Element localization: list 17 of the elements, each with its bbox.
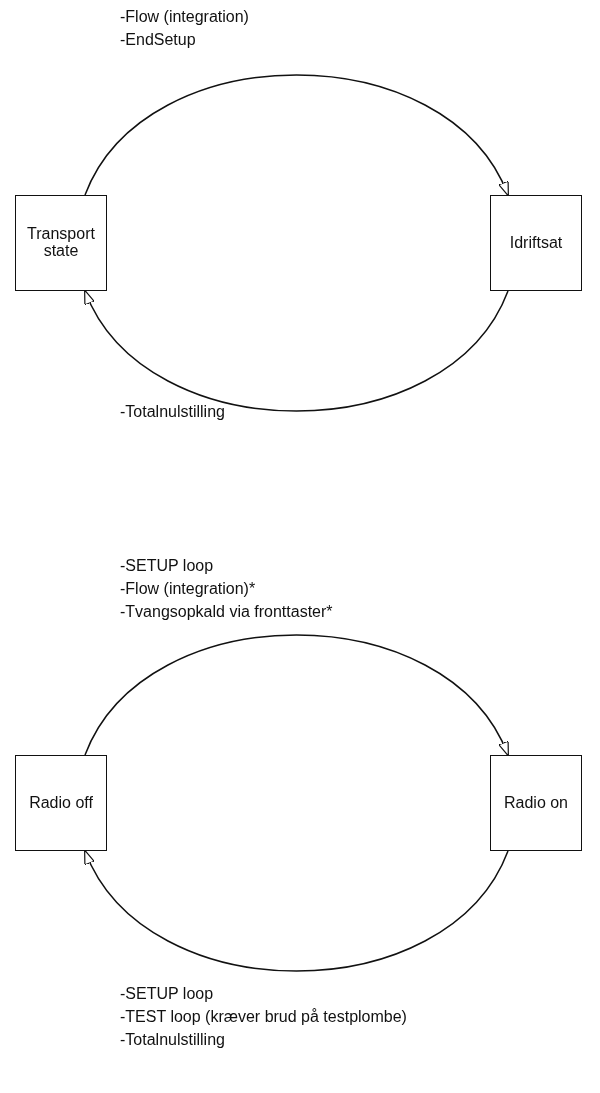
transition-arrow	[84, 634, 510, 757]
transition-arrow	[84, 74, 510, 197]
state-box: Idriftsat	[490, 195, 582, 291]
transition-arrow	[83, 849, 509, 972]
transition-label: -SETUP loop	[120, 557, 214, 575]
transition-label: -TEST loop (kræver brud på testplombe)	[120, 1008, 407, 1026]
state-box: Radio on	[490, 755, 582, 851]
transition-label: -Flow (integration)*	[120, 580, 256, 598]
transition-label: -Totalnulstilling	[120, 403, 225, 421]
state-box: Radio off	[15, 755, 107, 851]
transition-arrow	[83, 289, 509, 412]
state-box: Transport state	[15, 195, 107, 291]
transition-label: -Tvangsopkald via fronttaster*	[120, 603, 333, 621]
transition-label: -Totalnulstilling	[120, 1031, 225, 1049]
transition-label: -EndSetup	[120, 31, 196, 49]
transition-label: -SETUP loop	[120, 985, 214, 1003]
transition-label: -Flow (integration)	[120, 8, 249, 26]
